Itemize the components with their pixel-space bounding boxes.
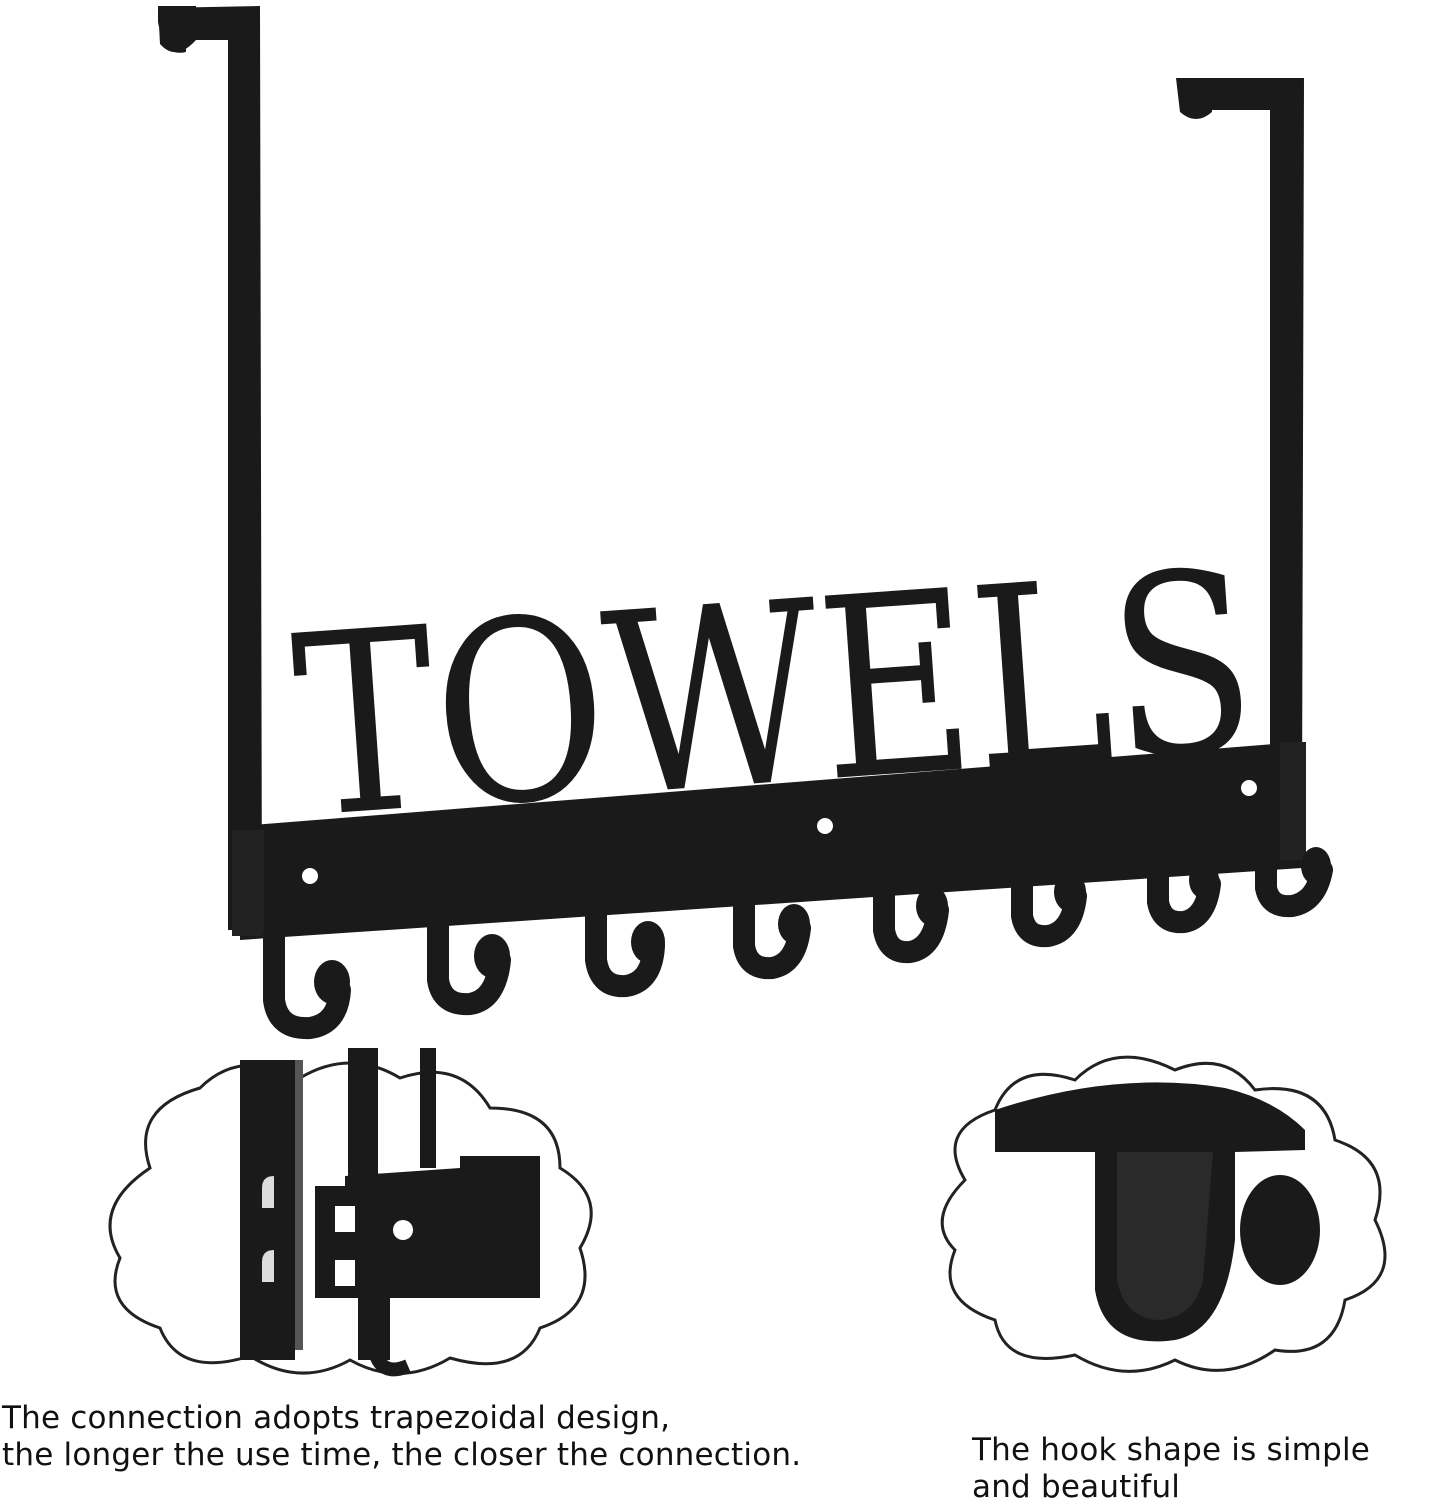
connection-caption: The connection adopts trapezoidal design… bbox=[2, 1400, 902, 1474]
towels-sign-text: TOWELS bbox=[286, 517, 1264, 874]
hook-1 bbox=[263, 925, 351, 1040]
hook-tip bbox=[1240, 1175, 1320, 1285]
left-door-bracket bbox=[158, 6, 262, 930]
hook-7 bbox=[1147, 861, 1221, 934]
hook-3 bbox=[585, 901, 665, 998]
hook-5 bbox=[873, 881, 949, 964]
right-bracket-lip bbox=[1176, 78, 1212, 119]
connection-detail-cloud bbox=[108, 1048, 593, 1377]
hook-caption-line-1: The hook shape is simple bbox=[972, 1432, 1371, 1468]
slot-bottom bbox=[335, 1260, 355, 1286]
hook-4 bbox=[733, 891, 811, 980]
hook-2 bbox=[427, 913, 511, 1016]
slot-mark-1 bbox=[262, 1176, 274, 1208]
bar-piece bbox=[315, 1156, 540, 1360]
slot-top bbox=[335, 1206, 355, 1232]
hook-detail-cloud bbox=[940, 1055, 1387, 1373]
screw-hole bbox=[393, 1220, 413, 1240]
towel-rack-illustration: TOWELS bbox=[158, 6, 1333, 1040]
hook-caption-line-2: and beautiful bbox=[972, 1469, 1181, 1505]
screw-hole-center bbox=[817, 818, 833, 834]
slot-mark-2 bbox=[262, 1250, 274, 1282]
connection-caption-line-2: the longer the use time, the closer the … bbox=[2, 1437, 802, 1473]
hook-caption: The hook shape is simple and beautiful bbox=[972, 1432, 1432, 1506]
vertical-bracket-edge bbox=[295, 1060, 303, 1350]
connection-caption-line-1: The connection adopts trapezoidal design… bbox=[2, 1400, 671, 1436]
hook-8 bbox=[1255, 851, 1333, 918]
left-connector bbox=[232, 830, 264, 936]
hooks bbox=[263, 851, 1333, 1040]
screw-hole-left bbox=[302, 868, 318, 884]
hook-tips bbox=[314, 847, 1331, 1004]
left-bracket-lip bbox=[158, 6, 196, 53]
right-door-bracket bbox=[1176, 78, 1304, 812]
hook-6 bbox=[1011, 871, 1087, 948]
hook-curve bbox=[367, 1346, 411, 1377]
upright-post bbox=[348, 1048, 378, 1178]
hook-inner bbox=[1117, 1152, 1213, 1320]
right-connector bbox=[1280, 742, 1306, 860]
main-bar bbox=[240, 742, 1302, 940]
vertical-tab bbox=[420, 1048, 436, 1168]
screw-hole-right bbox=[1241, 780, 1257, 796]
vertical-bracket bbox=[240, 1060, 295, 1360]
